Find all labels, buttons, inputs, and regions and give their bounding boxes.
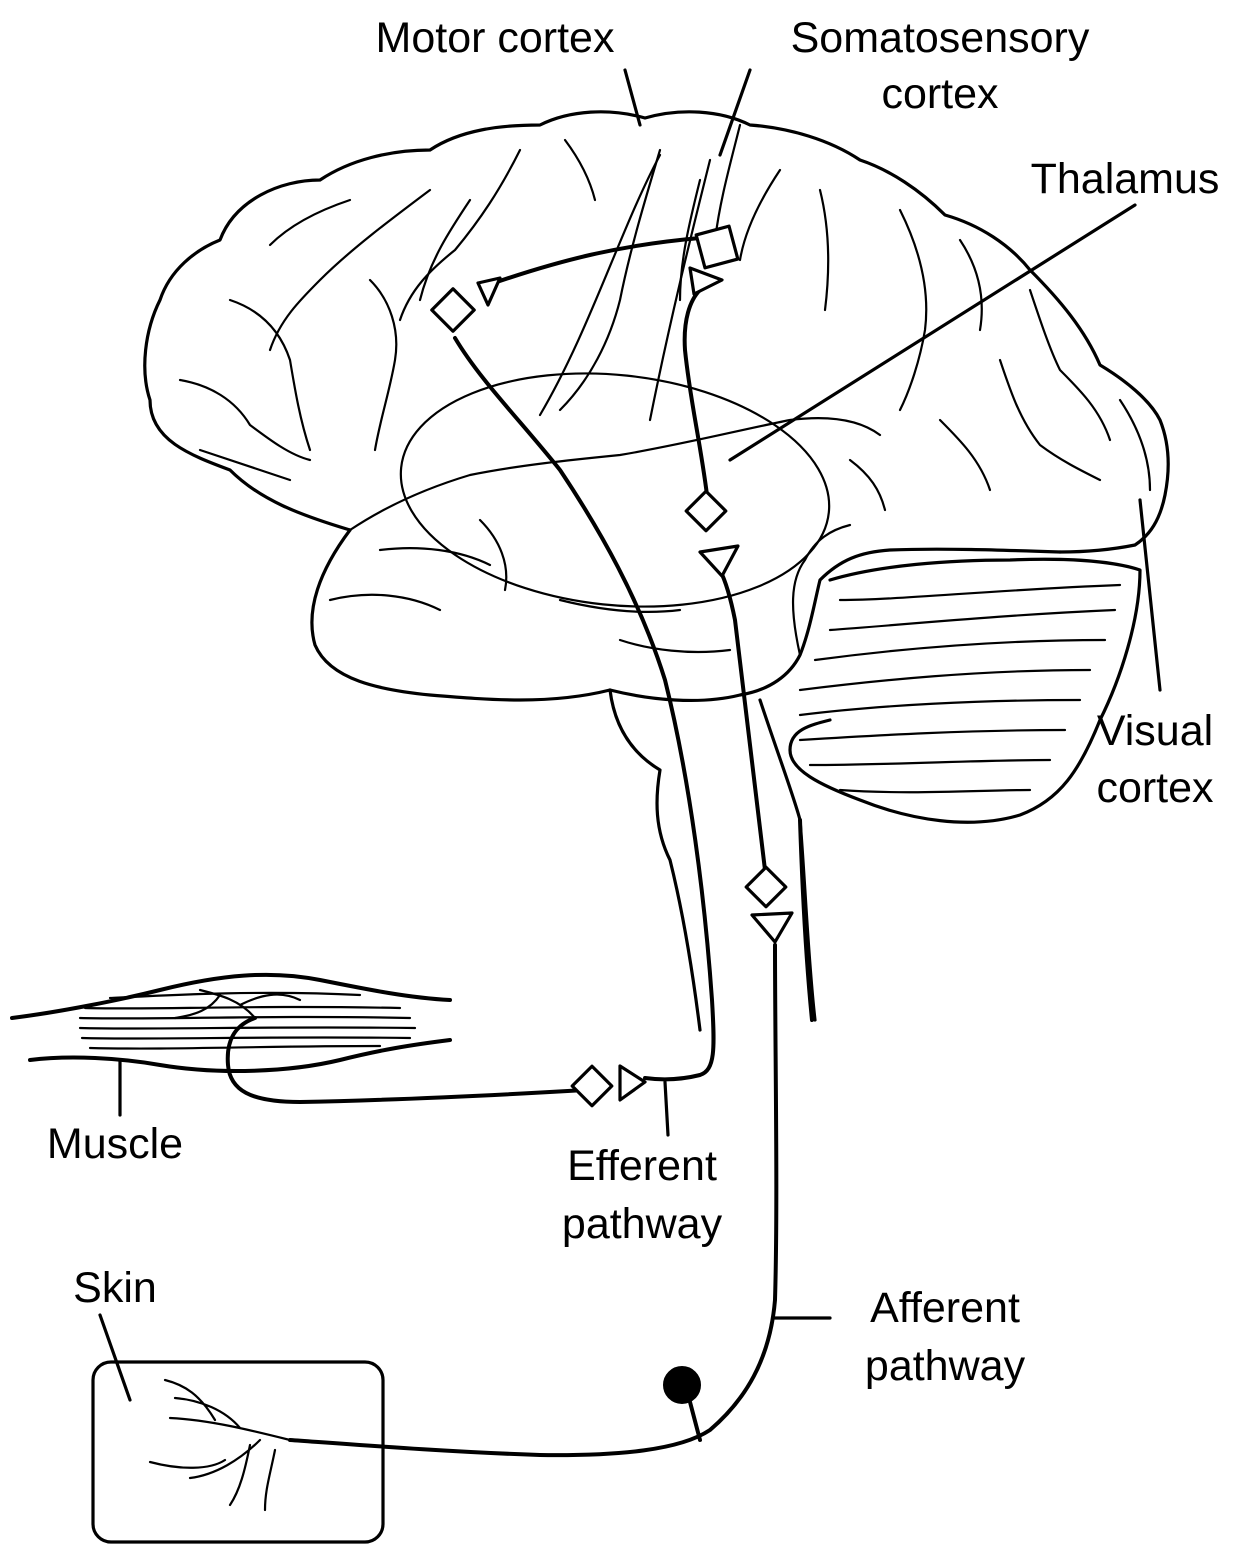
cerebrum-outline: [145, 112, 1168, 552]
brainstem-left: [610, 690, 700, 1030]
lateral-sulcus: [350, 418, 880, 530]
motor-tract-descending: [455, 338, 714, 1079]
cerebellum-fold-6: [800, 730, 1065, 740]
dorsal-root-ganglion: [664, 1367, 700, 1403]
somatosensory-triangle: [690, 268, 722, 294]
skin-nerve-endings: [150, 1380, 290, 1510]
efferent-diamond: [572, 1066, 612, 1106]
cerebellum-fold-2: [830, 610, 1115, 630]
label-thalamus: Thalamus: [1031, 155, 1220, 203]
frontal-fold-2: [270, 190, 430, 350]
thalamus-ellipse: [389, 353, 841, 627]
motor-cortex-triangle: [478, 278, 500, 305]
frontal-fold-3: [270, 200, 350, 245]
motor-tract-upper: [488, 238, 700, 285]
spinal-triangle: [752, 913, 792, 942]
label-afferent-line2: pathway: [865, 1342, 1026, 1390]
parietal-fold-2: [900, 210, 926, 410]
occipital-fold-2: [1000, 360, 1100, 480]
cerebellum-outline: [790, 559, 1140, 822]
spinal-diamond: [746, 867, 786, 907]
frontal-fold-4: [230, 300, 310, 450]
brain: [145, 112, 1168, 1030]
thalamus-diamond: [686, 491, 726, 531]
central-sulcus: [560, 150, 660, 410]
label-somatosensory-line2: cortex: [881, 70, 999, 118]
label-efferent-line1: Efferent: [567, 1142, 717, 1190]
occipital-fold-5: [1120, 400, 1150, 490]
frontal-fold-5: [180, 380, 310, 460]
efferent-leader: [665, 1082, 668, 1135]
temporal-fold-2: [380, 548, 490, 565]
muscle-tendon-bottom: [30, 1040, 450, 1071]
frontal-fold-9: [565, 140, 595, 200]
label-afferent-line1: Afferent: [870, 1284, 1020, 1332]
label-efferent-line2: pathway: [562, 1200, 723, 1248]
parietal-fold-4: [960, 240, 982, 330]
temporal-fold-4: [620, 640, 730, 652]
label-somatosensory-line1: Somatosensory: [791, 14, 1090, 62]
skin: [93, 1315, 383, 1542]
temporal-fold-1: [330, 595, 440, 610]
cerebellum-fold-8: [840, 790, 1030, 792]
labels: Motor cortex Somatosensory cortex Thalam…: [47, 14, 1220, 1390]
motor-cortex-leader: [625, 70, 640, 125]
brain-inner-outline: [793, 525, 850, 655]
label-muscle: Muscle: [47, 1120, 183, 1168]
label-motor-cortex: Motor cortex: [376, 14, 615, 62]
cerebellum: [790, 559, 1140, 822]
skin-box: [93, 1362, 383, 1542]
muscle-fiber-5: [90, 1046, 380, 1049]
skin-leader-line: [100, 1315, 130, 1400]
cerebellum-fold-4: [800, 670, 1090, 690]
frontal-fold-7: [370, 280, 396, 450]
muscle-fiber-2: [80, 1017, 410, 1018]
thalamus-leader: [730, 205, 1135, 460]
label-skin: Skin: [73, 1264, 157, 1312]
muscle-fiber-3: [80, 1027, 415, 1028]
afferent-ascending: [720, 570, 765, 870]
cerebellum-fold-3: [815, 640, 1105, 660]
neural-pathways: [228, 226, 812, 1455]
muscle-fiber-4: [82, 1037, 410, 1038]
motor-cortex-pointer: [540, 155, 660, 415]
frontal-fold-8: [420, 200, 470, 300]
efferent-triangle: [620, 1066, 645, 1100]
muscle-tendon-top: [12, 975, 450, 1018]
dorsal-root-ganglion-stalk: [690, 1402, 700, 1440]
postcentral-fold: [715, 125, 740, 240]
label-visual-line2: cortex: [1096, 764, 1214, 812]
parietal-fold-1: [820, 190, 828, 310]
somatosensory-square: [696, 226, 738, 268]
thalamus-triangle: [700, 546, 738, 576]
cerebellum-fold-5: [800, 700, 1080, 715]
efferent-to-muscle: [228, 1018, 585, 1102]
cerebellum-fold-1: [840, 585, 1120, 600]
cerebellum-fold-7: [810, 760, 1050, 765]
label-visual-line1: Visual: [1097, 707, 1213, 755]
occipital-fold-3: [940, 420, 990, 490]
occipital-fold-4: [850, 460, 885, 510]
visual-cortex-tract: [800, 820, 812, 1020]
motor-cortex-diamond: [432, 289, 474, 331]
parietal-fold-3: [740, 170, 780, 260]
